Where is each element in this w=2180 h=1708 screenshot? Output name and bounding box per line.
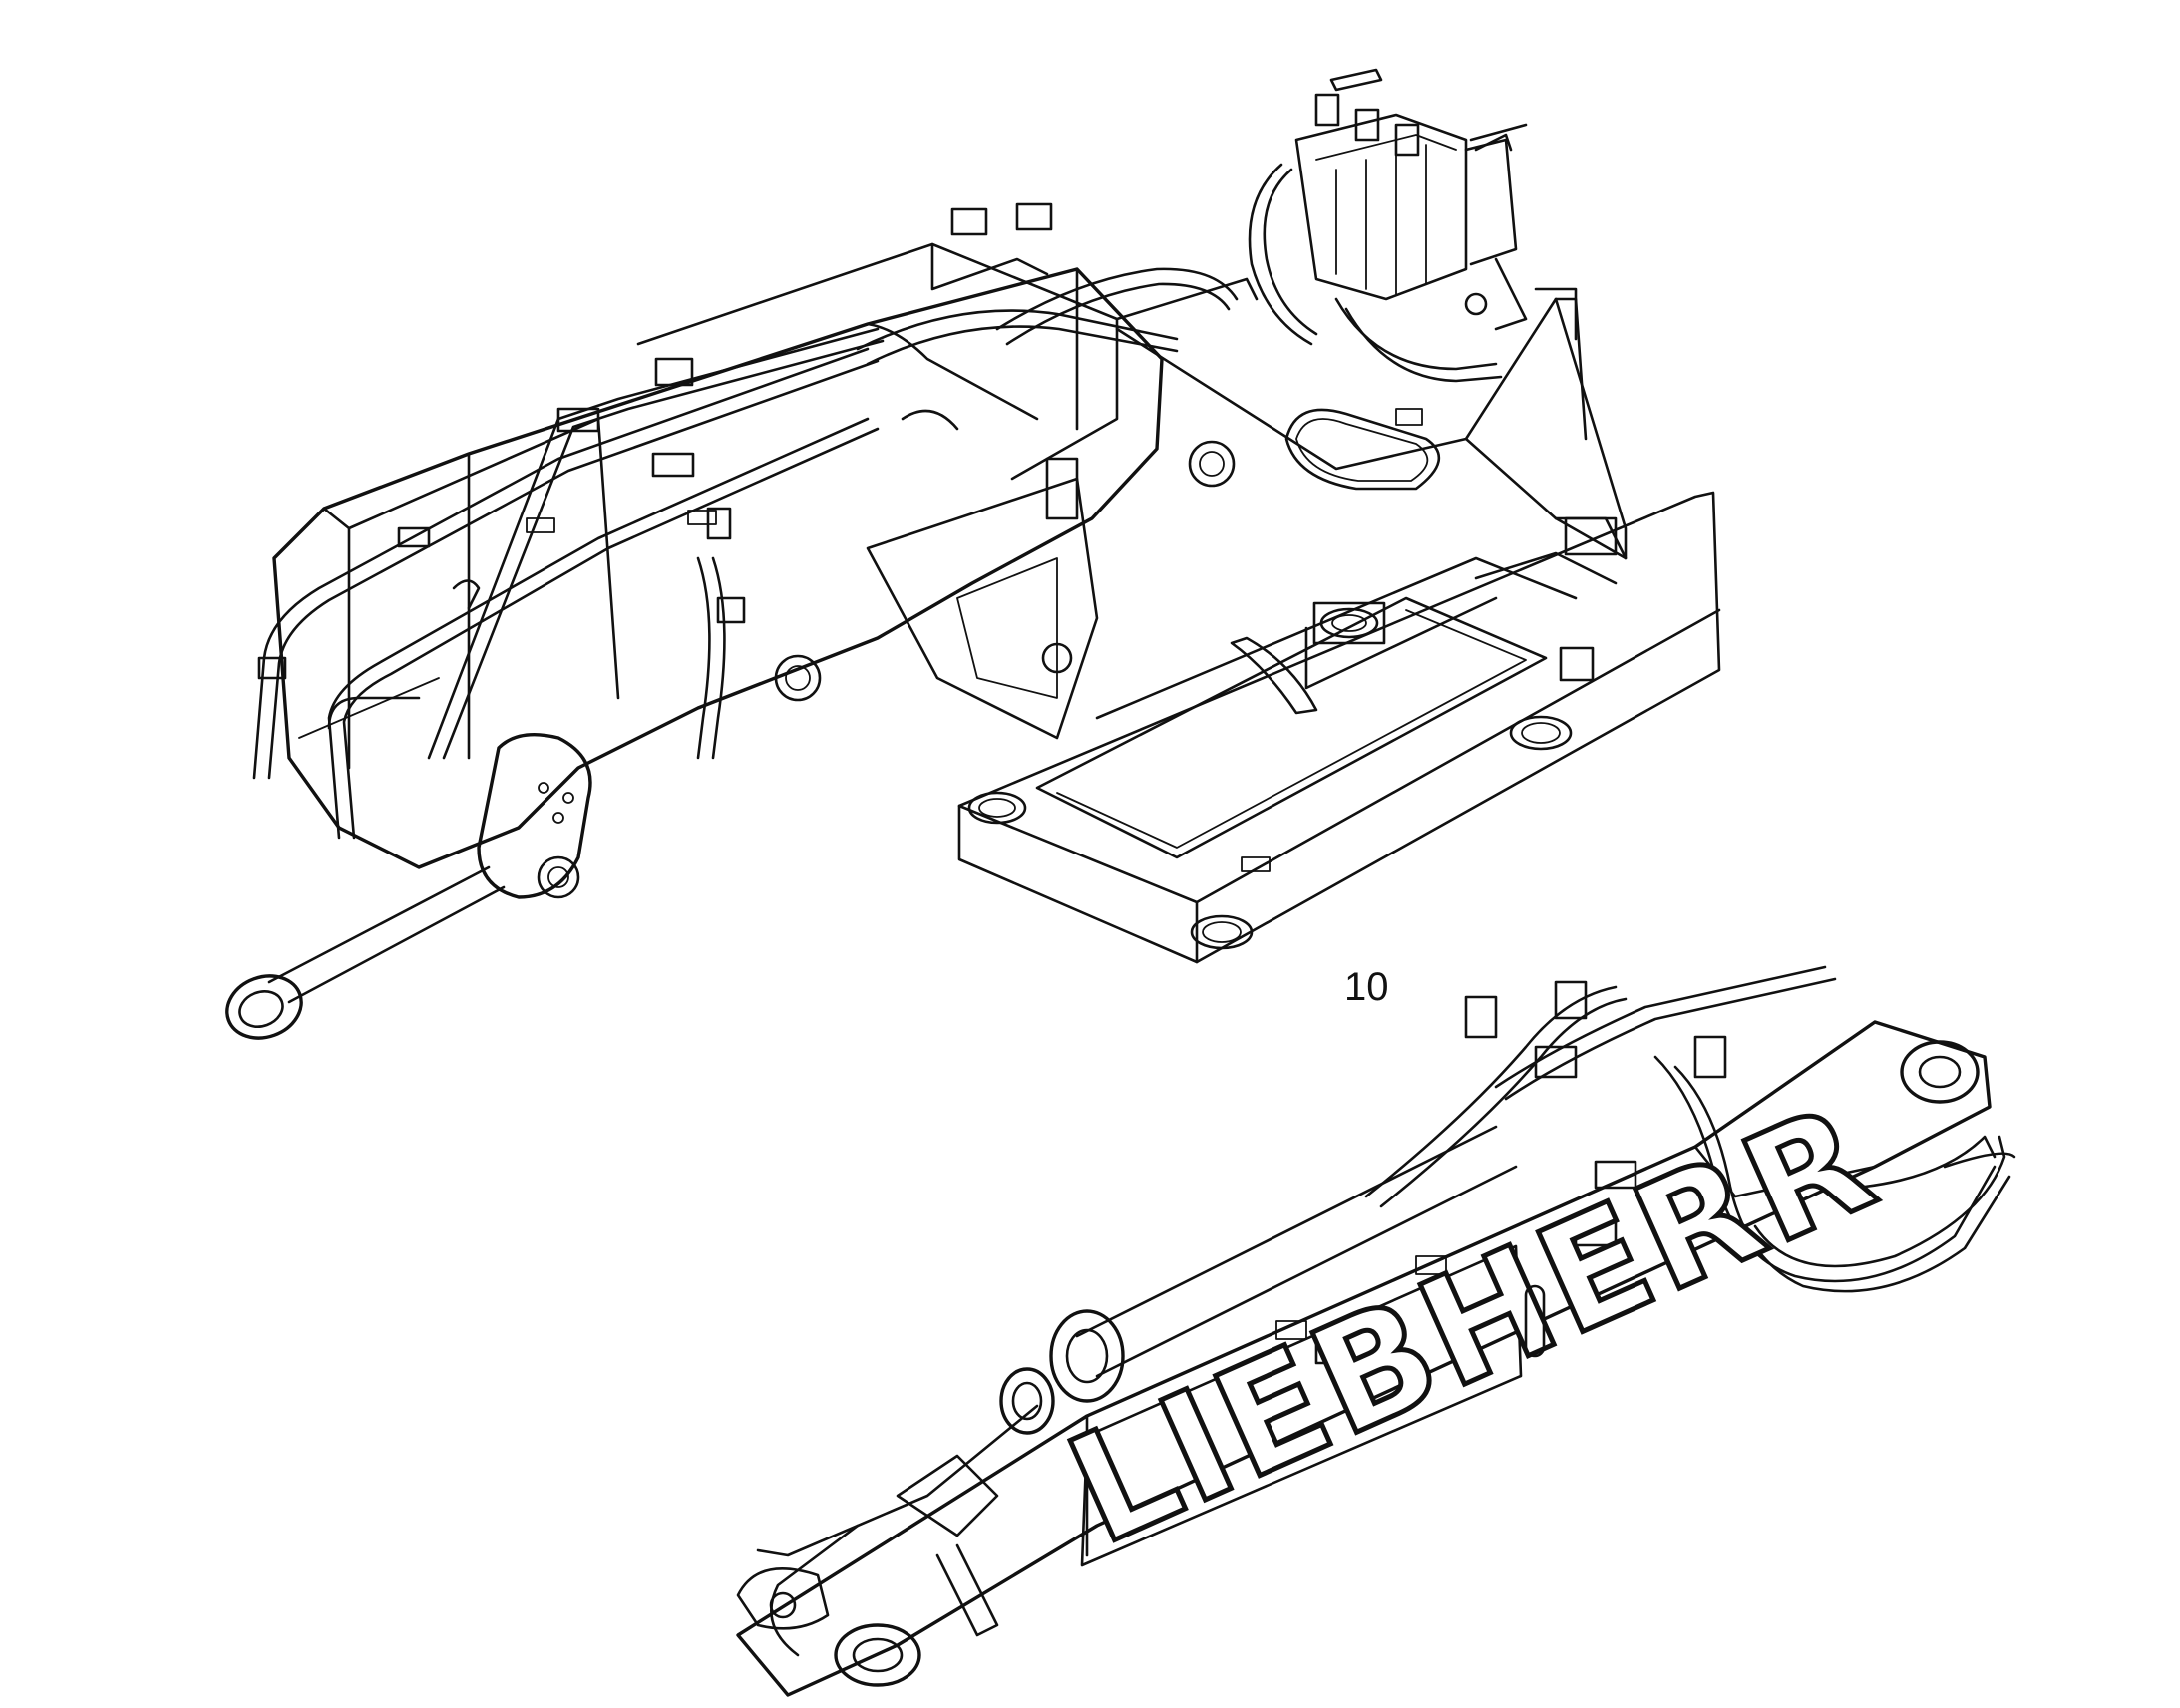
- upper-chassis: [636, 202, 1628, 740]
- brand-lettering-plate: LIEBHERR: [1043, 1069, 1902, 1580]
- stick-arm: LIEBHERR: [736, 965, 2016, 1697]
- upper-boom: [225, 267, 1259, 1040]
- mount-ring-rear-left: [1312, 601, 1386, 645]
- brand-lettering: LIEBHERR: [1046, 1071, 1900, 1577]
- mount-ring-front-left: [967, 791, 1027, 825]
- mount-ring-rear-right: [1509, 715, 1573, 751]
- base-frame: [957, 491, 1721, 964]
- stick-tip-pin: [834, 1623, 921, 1687]
- control-valve-block: [1248, 68, 1528, 383]
- boom-cylinder-rod: [225, 865, 506, 1040]
- stick-heel-pin: [1900, 1040, 1980, 1104]
- mount-ring-front-right: [1190, 914, 1254, 950]
- stick-cylinder: [999, 1125, 1518, 1435]
- callout-label: 10: [1344, 965, 1389, 1009]
- boom-nose-pivot: [477, 654, 822, 899]
